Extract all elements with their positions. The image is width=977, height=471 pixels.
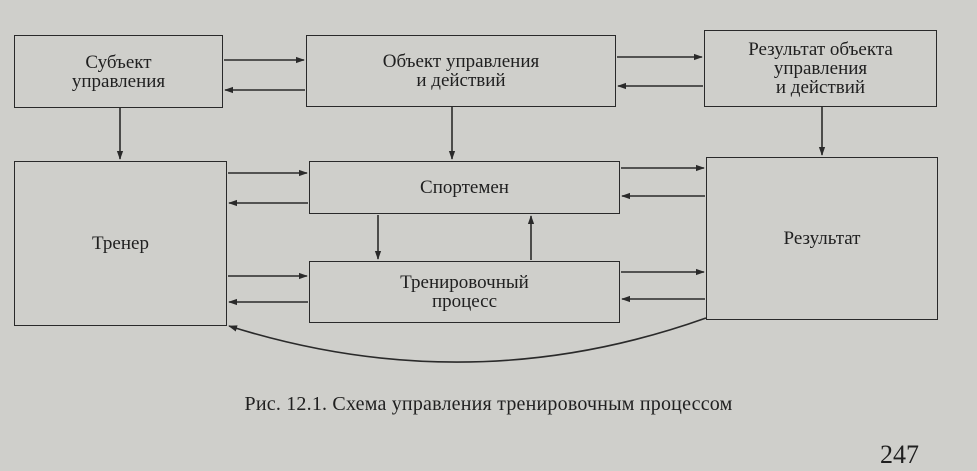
feedback-curve-result-to-coach: [228, 317, 707, 363]
subject-of-management-box: Субъект управления: [14, 35, 223, 108]
training-process-label: Тренировочный процесс: [400, 272, 529, 312]
result-box: Результат: [706, 157, 938, 320]
result-label: Результат: [783, 228, 861, 249]
object-of-management-label: Объект управления и действий: [382, 51, 540, 91]
athlete-label: Спортемен: [420, 177, 509, 198]
coach-box: Тренер: [14, 161, 227, 326]
result-of-object-box: Результат объекта управления и действий: [704, 30, 937, 107]
training-process-box: Тренировочный процесс: [309, 261, 620, 323]
subject-of-management-label: Субъект управления: [71, 51, 166, 92]
object-of-management-box: Объект управления и действий: [306, 35, 616, 107]
page-number: 247: [880, 440, 919, 469]
coach-label: Тренер: [92, 233, 149, 254]
athlete-box: Спортемен: [309, 161, 620, 214]
figure-caption: Рис. 12.1. Схема управления тренировочны…: [244, 393, 733, 415]
result-of-object-label: Результат объекта управления и действий: [748, 39, 893, 98]
